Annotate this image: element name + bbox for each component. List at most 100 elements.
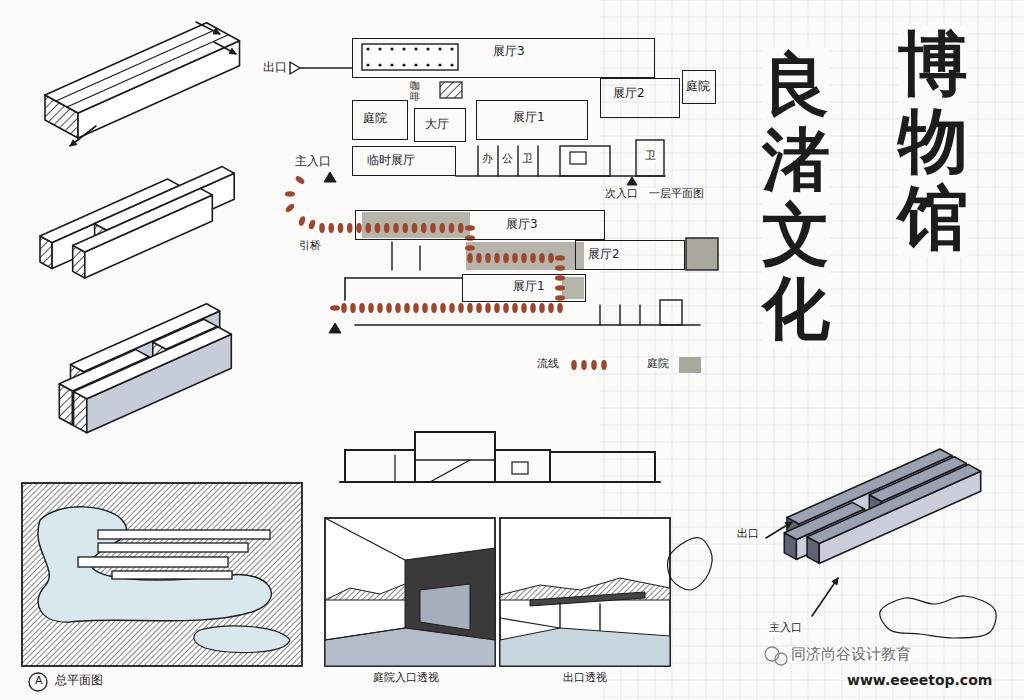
flow-dot <box>503 253 509 263</box>
flow-dot <box>449 303 455 313</box>
room-box: 临时展厅 <box>352 146 456 176</box>
grid-line <box>600 374 1024 375</box>
grid-line <box>600 697 1024 698</box>
floor-line <box>415 459 495 460</box>
skylight-dot <box>426 63 429 66</box>
callout-circle <box>29 673 47 691</box>
flow-dot <box>449 223 455 233</box>
skylight-dot <box>378 47 381 50</box>
flow-dot <box>328 223 334 233</box>
wechat-icon <box>775 653 787 665</box>
flow-dot <box>393 223 399 233</box>
flow-dot <box>294 175 305 185</box>
courtyard-band <box>686 238 718 270</box>
perspective-line <box>500 618 560 628</box>
section-volume <box>495 450 550 482</box>
swatch-dot <box>591 360 597 370</box>
tree-doodle <box>668 538 713 590</box>
wall-line <box>537 146 538 176</box>
legend-swatch <box>568 356 612 374</box>
flow-dot <box>330 305 340 311</box>
water-body <box>194 626 290 653</box>
flow-dot <box>402 223 408 233</box>
title-column: 博物馆 <box>898 26 968 257</box>
grid-line <box>600 442 1024 443</box>
flow-dot <box>494 303 500 313</box>
room-name: 展厅2 <box>588 248 620 262</box>
flow-dot <box>338 223 344 233</box>
room-name: 展厅2 <box>613 87 645 101</box>
floor <box>325 628 495 666</box>
flow-dot <box>430 223 436 233</box>
flow-dot <box>395 303 401 313</box>
flow-dot <box>521 253 527 263</box>
room-name: 展厅3 <box>506 218 538 232</box>
wall-line <box>477 146 478 176</box>
circulation-flow <box>284 175 565 313</box>
view-frame <box>500 518 670 666</box>
exit-path <box>300 67 352 68</box>
wall-line <box>391 242 392 270</box>
flow-dot <box>439 223 445 233</box>
bridge-label: 引桥 <box>298 240 322 253</box>
flow-dot <box>298 215 307 226</box>
stair <box>440 82 462 98</box>
room-label: 卫 <box>644 150 657 163</box>
entrance-marker <box>324 172 336 182</box>
flow-dot <box>365 223 371 233</box>
skylight-dot <box>450 63 453 66</box>
flow-dot <box>555 275 565 281</box>
exit-label: 出口 <box>262 61 288 75</box>
watermark: 同济尚谷设计教育 <box>790 646 912 663</box>
flow-dot <box>494 253 500 263</box>
flow-dot <box>530 253 536 263</box>
room-name: 临时展厅 <box>367 154 415 168</box>
arrow-head <box>213 28 220 34</box>
flow-dot <box>521 303 527 313</box>
flow-dot <box>539 303 545 313</box>
skylight-dot <box>438 47 441 50</box>
room-name: 庭院 <box>363 112 387 126</box>
building-bar <box>112 571 232 579</box>
swatch-fill <box>679 357 701 373</box>
flow-dot <box>375 223 381 233</box>
flow-dot <box>467 303 473 313</box>
box-top-face <box>74 327 232 399</box>
courtyard-band <box>362 212 470 238</box>
wall-line <box>355 324 700 326</box>
flow-dot <box>503 303 509 313</box>
column <box>599 604 600 630</box>
entrance-label: 主入口 <box>294 155 332 169</box>
wall-line <box>497 146 498 176</box>
room-name: 展厅1 <box>513 280 545 294</box>
box-top-face <box>45 23 240 113</box>
roof-division <box>56 29 218 101</box>
entrance-marker <box>627 177 637 185</box>
flow-dot <box>421 223 427 233</box>
wall-line <box>344 278 346 300</box>
skylight-dot <box>390 63 393 66</box>
flow-dot <box>359 303 365 313</box>
flow-dot <box>485 303 491 313</box>
floor-plan <box>290 44 665 185</box>
flow-dot <box>548 253 554 263</box>
cloud-doodle <box>880 596 996 638</box>
legend-swatch <box>678 356 722 374</box>
arrow-line <box>70 126 96 146</box>
building-bar <box>98 543 248 552</box>
flow-dot <box>347 223 353 233</box>
flow-dot <box>341 303 347 313</box>
perspective-line <box>325 518 405 560</box>
flow-dot <box>555 285 565 291</box>
grid-line <box>600 425 1024 426</box>
skylight-dot <box>366 63 369 66</box>
flow-dot <box>368 303 374 313</box>
flow-dot <box>285 191 295 197</box>
swatch-dot <box>601 360 607 370</box>
box-front-face <box>819 471 981 563</box>
drawing-title: 一层平面图 <box>648 188 705 201</box>
opening <box>420 584 470 630</box>
grid-line <box>600 17 1024 18</box>
flow-dot <box>458 223 464 233</box>
skylight-dot <box>450 47 453 50</box>
